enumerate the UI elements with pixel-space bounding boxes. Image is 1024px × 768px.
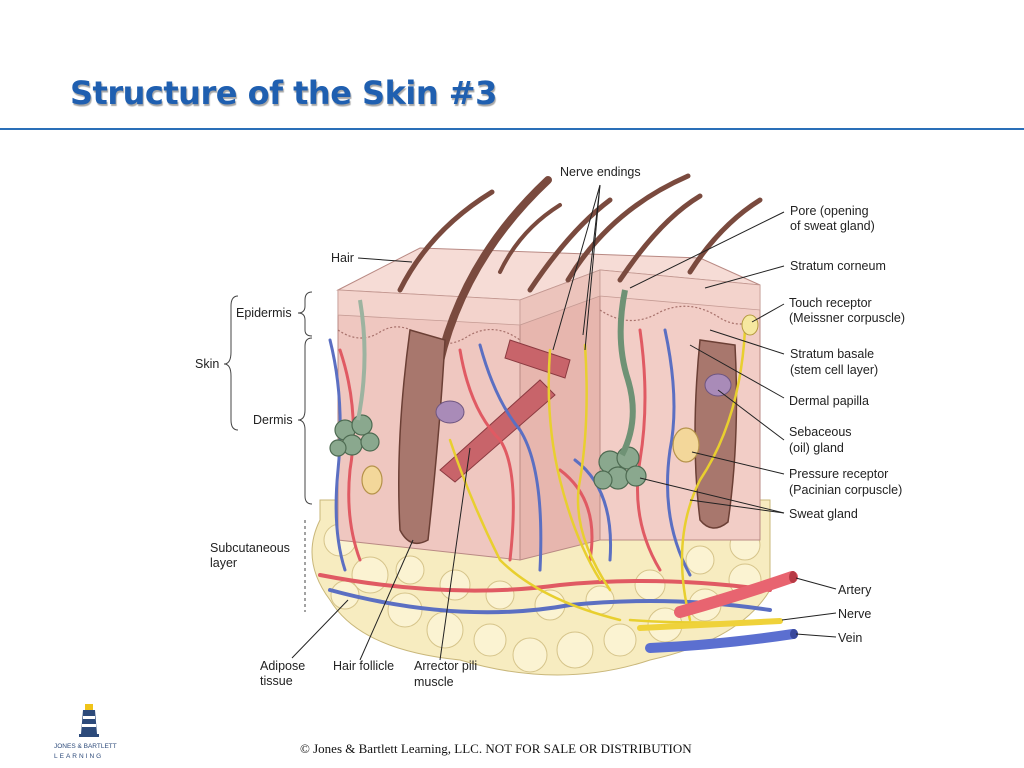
label-subcutaneous: Subcutaneous <box>210 541 290 555</box>
label-meissner: (Meissner corpuscle) <box>789 311 905 325</box>
exit-vessels <box>637 571 798 653</box>
label-touch-receptor: Touch receptor <box>789 296 872 310</box>
title-rule <box>0 128 1024 130</box>
label-sebaceous: Sebaceous <box>789 425 852 439</box>
label-artery: Artery <box>838 583 872 597</box>
sebaceous-gland-right <box>704 373 732 397</box>
slide-title: Structure of the Skin #3 <box>70 74 497 112</box>
label-pore-sweat: of sweat gland) <box>790 219 875 233</box>
lighthouse-icon <box>79 704 99 737</box>
sebaceous-gland <box>435 400 465 424</box>
logo-line2: LEARNING <box>54 753 103 760</box>
label-skin: Skin <box>195 357 219 371</box>
label-vein: Vein <box>838 631 862 645</box>
label-adipose: Adipose <box>260 659 305 673</box>
label-oil-gland: (oil) gland <box>789 441 844 455</box>
sweat-duct <box>617 289 636 457</box>
label-dermal-papilla: Dermal papilla <box>789 394 869 408</box>
label-adipose-tissue: tissue <box>260 674 293 688</box>
label-stem-cell: (stem cell layer) <box>790 363 878 377</box>
brackets <box>223 291 313 612</box>
label-subcutaneous-layer: layer <box>210 556 237 570</box>
label-sweat-gland: Sweat gland <box>789 507 858 521</box>
label-dermis: Dermis <box>253 413 293 427</box>
pacinian-corpuscle-left <box>361 465 383 495</box>
epidermis-layer <box>336 247 761 345</box>
label-epidermis: Epidermis <box>236 306 292 320</box>
label-hair-follicle: Hair follicle <box>333 659 394 673</box>
label-pressure-receptor: Pressure receptor <box>789 467 888 481</box>
label-pore: Pore (opening <box>790 204 869 218</box>
copyright-footer: © Jones & Bartlett Learning, LLC. NOT FO… <box>300 741 692 756</box>
meissner-corpuscle <box>741 314 759 336</box>
label-pacinian: (Pacinian corpuscle) <box>789 483 902 497</box>
label-stratum-basale: Stratum basale <box>790 347 874 361</box>
leader-lines <box>291 184 837 661</box>
label-stratum-corneum: Stratum corneum <box>790 259 886 273</box>
label-arrector-pili: Arrector pili <box>414 659 477 673</box>
pacinian-corpuscle <box>672 427 700 463</box>
label-arrector-muscle: muscle <box>414 675 454 689</box>
logo-line1: JONES & BARTLETT <box>54 743 117 750</box>
label-nerve: Nerve <box>838 607 871 621</box>
sweat-duct-left <box>356 299 367 421</box>
label-hair: Hair <box>331 251 354 265</box>
label-nerve-endings: Nerve endings <box>560 165 641 179</box>
publisher-logo: JONES & BARTLETT LEARNING <box>54 704 117 760</box>
